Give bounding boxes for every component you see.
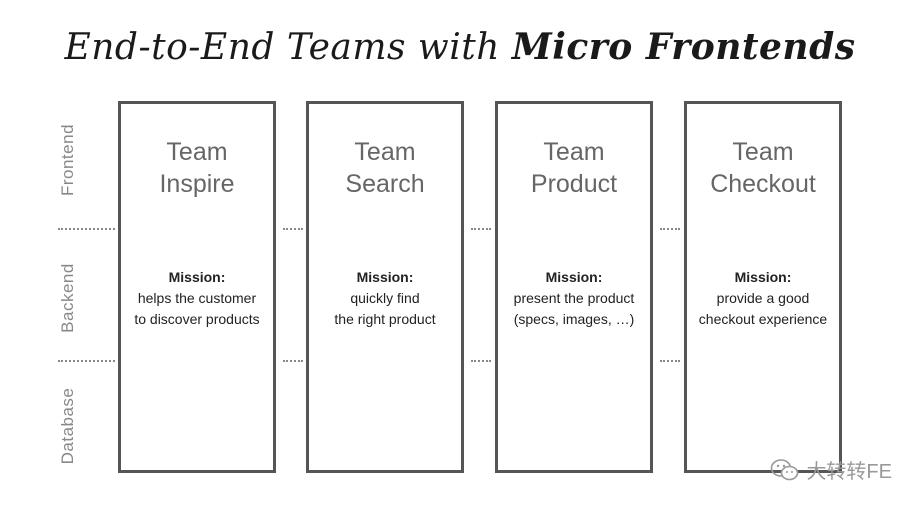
layer-separator-upper xyxy=(283,228,303,230)
mission-text-line: helps the customer xyxy=(137,290,257,306)
team-name-line: Product xyxy=(530,170,618,198)
team-name-line: Team xyxy=(732,138,794,166)
layer-label-text: Backend xyxy=(58,263,77,333)
layer-separator-lower xyxy=(58,360,115,362)
layer-separator-lower xyxy=(471,360,491,362)
team-mission: Mission: quickly find the right product xyxy=(309,267,461,330)
layer-separator-lower xyxy=(283,360,303,362)
layer-label-text: Database xyxy=(58,387,77,465)
layer-separator-upper xyxy=(58,228,115,230)
team-mission: Mission: provide a good checkout experie… xyxy=(687,267,839,330)
mission-label: Mission: xyxy=(734,269,792,285)
mission-text-line: the right product xyxy=(334,311,436,327)
mission-text-line: present the product xyxy=(513,290,635,306)
team-name-line: Team xyxy=(543,138,605,166)
title-part-bold: Micro Frontends xyxy=(511,26,856,68)
mission-label: Mission: xyxy=(545,269,603,285)
title-part-regular: End-to-End Teams with xyxy=(64,27,512,68)
watermark-text: 大转转FE xyxy=(806,461,892,483)
team-box-checkout: Team Checkout Mission: provide a good ch… xyxy=(684,101,842,473)
team-name: Team Checkout xyxy=(687,136,839,200)
watermark: 大转转FE xyxy=(770,455,892,484)
layer-separator-lower xyxy=(660,360,680,362)
layer-label-text: Frontend xyxy=(58,123,77,197)
team-name-line: Team xyxy=(354,138,416,166)
mission-label: Mission: xyxy=(356,269,414,285)
team-mission: Mission: present the product (specs, ima… xyxy=(498,267,650,330)
mission-text-line: quickly find xyxy=(350,290,420,306)
team-name: Team Search xyxy=(309,136,461,200)
mission-text-line: provide a good xyxy=(716,290,810,306)
team-mission: Mission: helps the customer to discover … xyxy=(121,267,273,330)
team-box-inspire: Team Inspire Mission: helps the customer… xyxy=(118,101,276,473)
mission-label: Mission: xyxy=(168,269,226,285)
diagram-title: End-to-End Teams with Micro Frontends xyxy=(0,26,920,68)
team-name-line: Team xyxy=(166,138,228,166)
team-box-search: Team Search Mission: quickly find the ri… xyxy=(306,101,464,473)
layer-separator-upper xyxy=(660,228,680,230)
mission-text-line: to discover products xyxy=(134,311,260,327)
team-name-line: Inspire xyxy=(159,170,235,198)
layer-separator-upper xyxy=(471,228,491,230)
mission-text-line: (specs, images, …) xyxy=(513,311,635,327)
mission-text-line: checkout experience xyxy=(698,311,828,327)
team-box-product: Team Product Mission: present the produc… xyxy=(495,101,653,473)
team-name: Team Inspire xyxy=(121,136,273,200)
team-name-line: Search xyxy=(345,170,425,198)
team-name-line: Checkout xyxy=(710,170,816,198)
team-name: Team Product xyxy=(498,136,650,200)
wechat-icon xyxy=(770,458,800,482)
